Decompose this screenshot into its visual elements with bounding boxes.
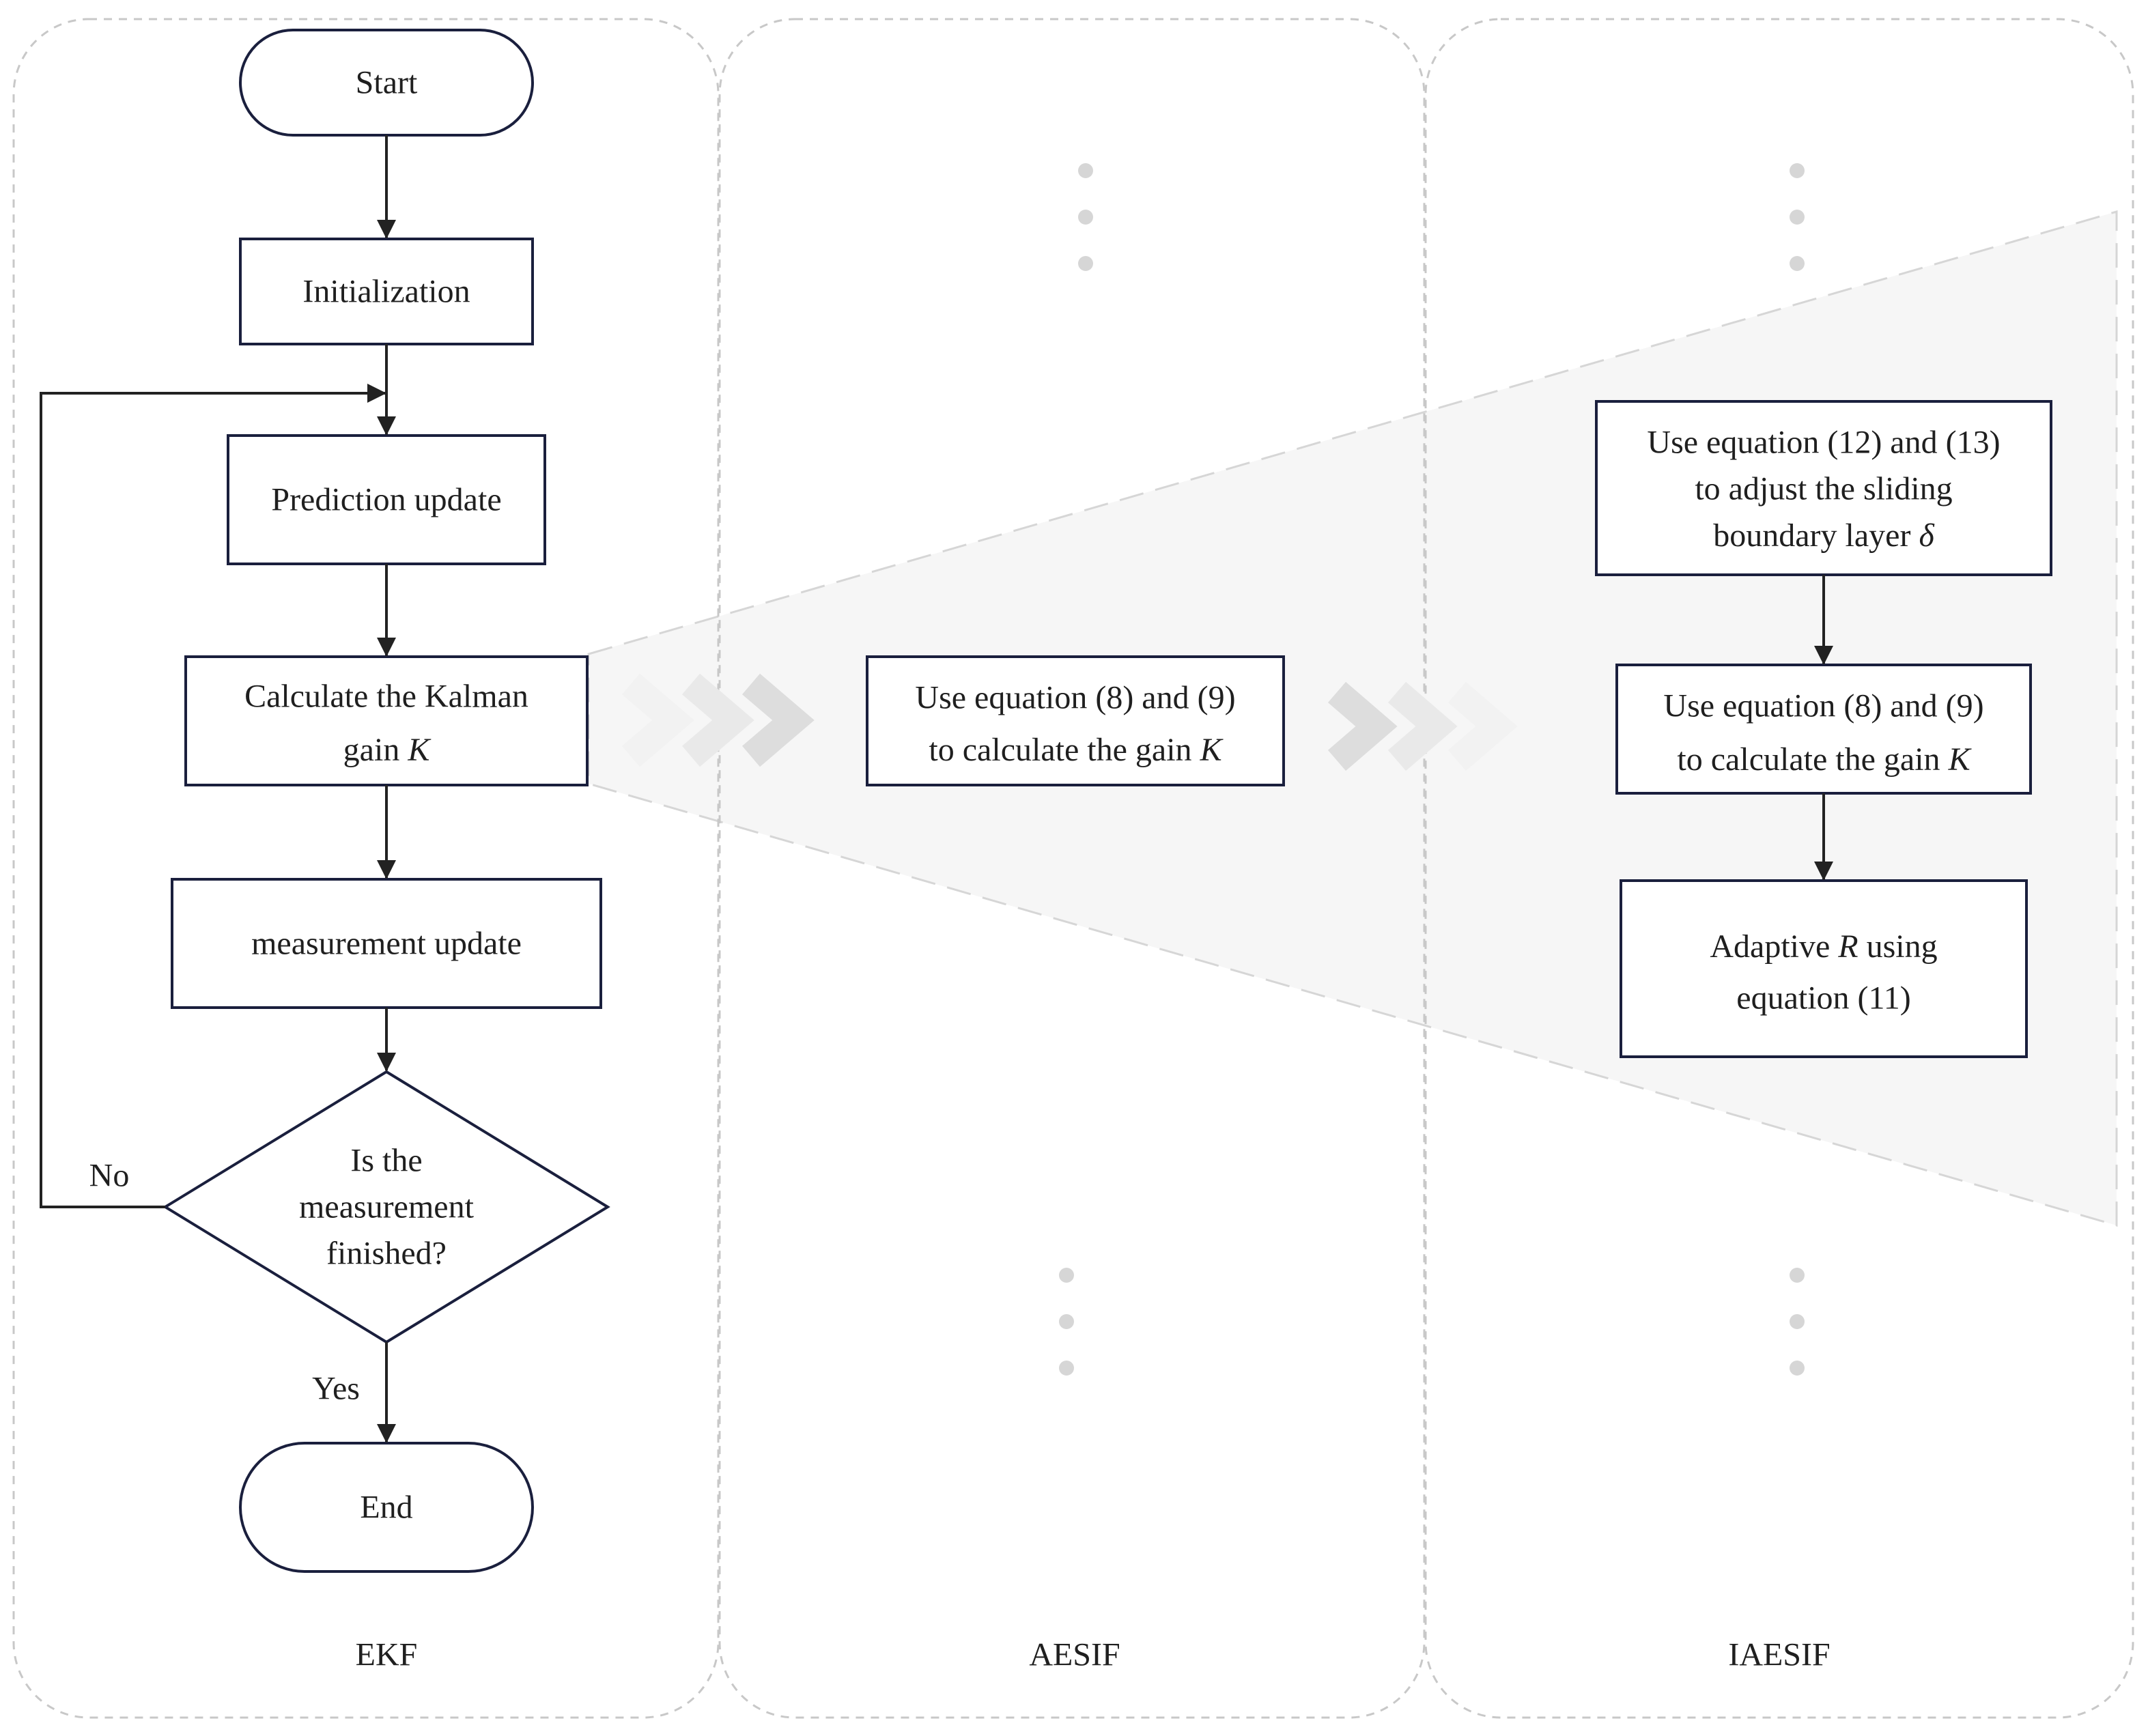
iaesif-boundary-node: Use equation (12) and (13) to adjust the… (1595, 400, 2052, 576)
iaesif-boundary-line1: Use equation (12) and (13) (1647, 425, 2000, 461)
chevron-1 (622, 673, 694, 767)
decision-line2: measurement (299, 1189, 475, 1225)
chevron-6 (1447, 681, 1518, 771)
yes-label: Yes (312, 1371, 360, 1407)
iaesif-boundary-line3: boundary layer δ (1713, 517, 1934, 554)
panel-iaesif (1424, 18, 2134, 1719)
measurement-label: measurement update (251, 926, 522, 962)
chevron-3 (742, 673, 815, 767)
ellipsis-iaesif-bottom (1790, 1268, 1805, 1376)
panel-aesif (718, 18, 1426, 1719)
ellipsis-iaesif-top (1790, 163, 1805, 271)
chevron-2 (682, 673, 754, 767)
iaesif-adaptive-line1: Adaptive R using (1710, 928, 1937, 965)
panel-label-aesif: AESIF (1029, 1637, 1120, 1673)
aesif-gain-line2: to calculate the gain K (929, 732, 1224, 768)
decision-line1: Is the (350, 1143, 422, 1179)
chevron-5 (1387, 681, 1458, 771)
decision-line3: finished? (326, 1236, 447, 1272)
iaesif-gain-node: Use equation (8) and (9) to calculate th… (1615, 664, 2032, 795)
ekf-arrows (40, 135, 396, 1443)
chevrons-left (622, 673, 815, 767)
ekf-start-node: Start (239, 29, 534, 137)
ekf-measurement-node: measurement update (171, 878, 602, 1009)
panel-label-ekf: EKF (356, 1637, 418, 1673)
panel-ekf (12, 18, 720, 1719)
ekf-decision-node: Is the measurement finished? (162, 1070, 610, 1344)
iaesif-gain-line1: Use equation (8) and (9) (1663, 688, 1983, 724)
ekf-kalman-gain-node: Calculate the Kalman gain K (184, 655, 589, 786)
arrow-loop-no (40, 384, 386, 1208)
ekf-prediction-node: Prediction update (227, 434, 546, 565)
chevrons-right (1327, 681, 1518, 771)
iaesif-adaptive-node: Adaptive R using equation (11) (1620, 879, 2028, 1058)
aesif-gain-node: Use equation (8) and (9) to calculate th… (866, 655, 1285, 786)
kalman-gain-line2: gain K (343, 732, 432, 768)
iaesif-gain-line2: to calculate the gain K (1677, 741, 1972, 778)
chevron-4 (1327, 681, 1398, 771)
kalman-gain-line1: Calculate the Kalman (244, 679, 528, 715)
ellipsis-aesif-bottom (1059, 1268, 1074, 1376)
ellipsis-aesif-top (1078, 163, 1093, 271)
iaesif-boundary-line2: to adjust the sliding (1695, 471, 1952, 507)
ekf-end-node: End (239, 1442, 534, 1573)
prediction-label: Prediction update (271, 482, 501, 518)
start-label: Start (356, 65, 418, 101)
iaesif-adaptive-line2: equation (11) (1736, 980, 1910, 1016)
ekf-initialization-node: Initialization (239, 238, 534, 345)
end-label: End (360, 1490, 412, 1526)
panel-label-iaesif: IAESIF (1728, 1637, 1830, 1673)
aesif-gain-line1: Use equation (8) and (9) (915, 680, 1235, 716)
no-label: No (89, 1158, 130, 1194)
initialization-label: Initialization (302, 274, 470, 310)
